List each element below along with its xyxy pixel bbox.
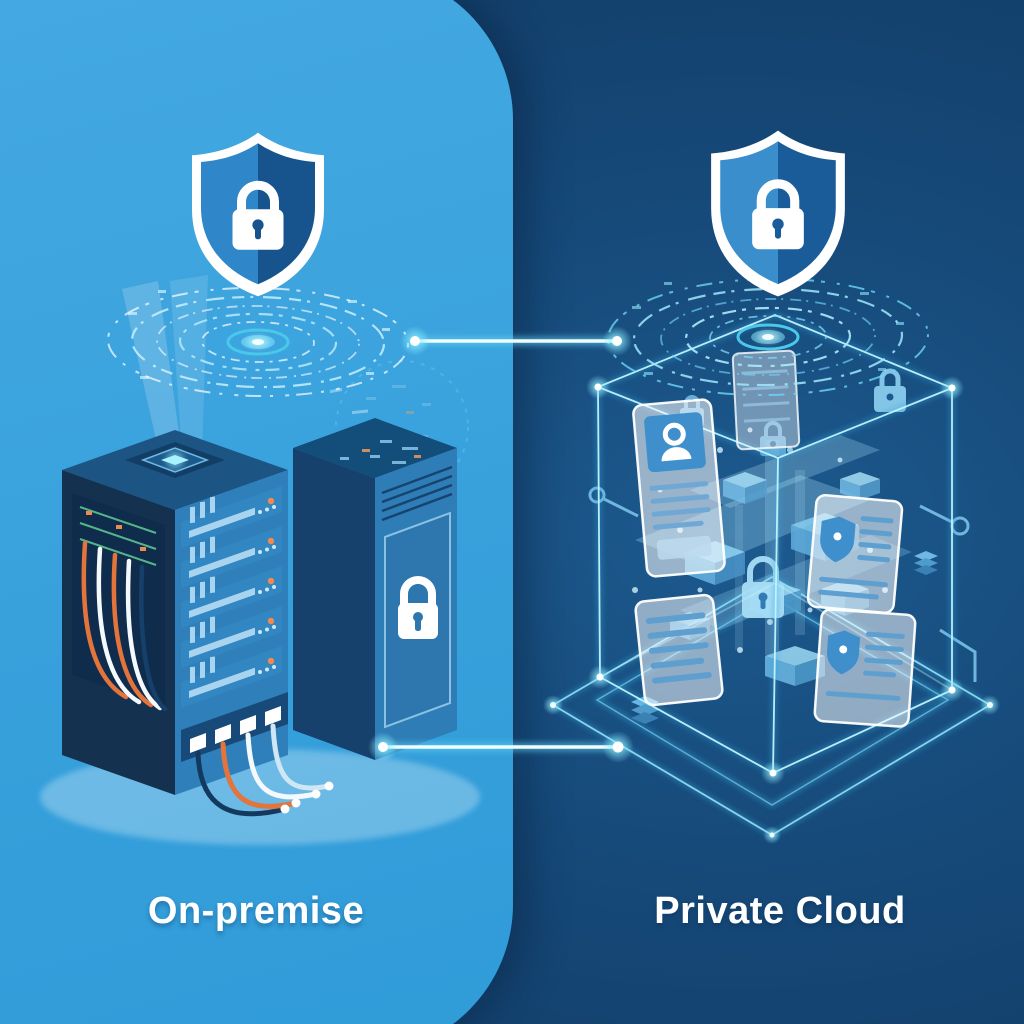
tower-lock-icon [398,576,438,639]
patch-cables [81,540,168,712]
connection-line [368,731,634,763]
outgoing-cables [195,723,332,817]
server-rack-group [40,275,480,845]
private-cloud-label: Private Cloud [654,890,906,932]
network-ports [181,692,288,762]
chip-module [125,442,225,478]
hologram-beam [122,281,182,457]
server-units [181,486,282,708]
on-premise-label: On-premise [147,890,365,932]
ring-core [226,328,290,356]
server-rack [62,275,334,817]
lock-icon [752,179,804,250]
ring-core [736,323,800,351]
glow-node [543,375,1000,844]
hologram-beam [170,275,208,455]
cable-tips [280,781,334,814]
shield-lock-icon [192,132,324,297]
lock-tower [293,387,457,760]
hologram-rings [607,277,929,397]
lock-icon [232,180,284,250]
shield-lock-icon [711,130,845,297]
connection-line [400,326,632,356]
